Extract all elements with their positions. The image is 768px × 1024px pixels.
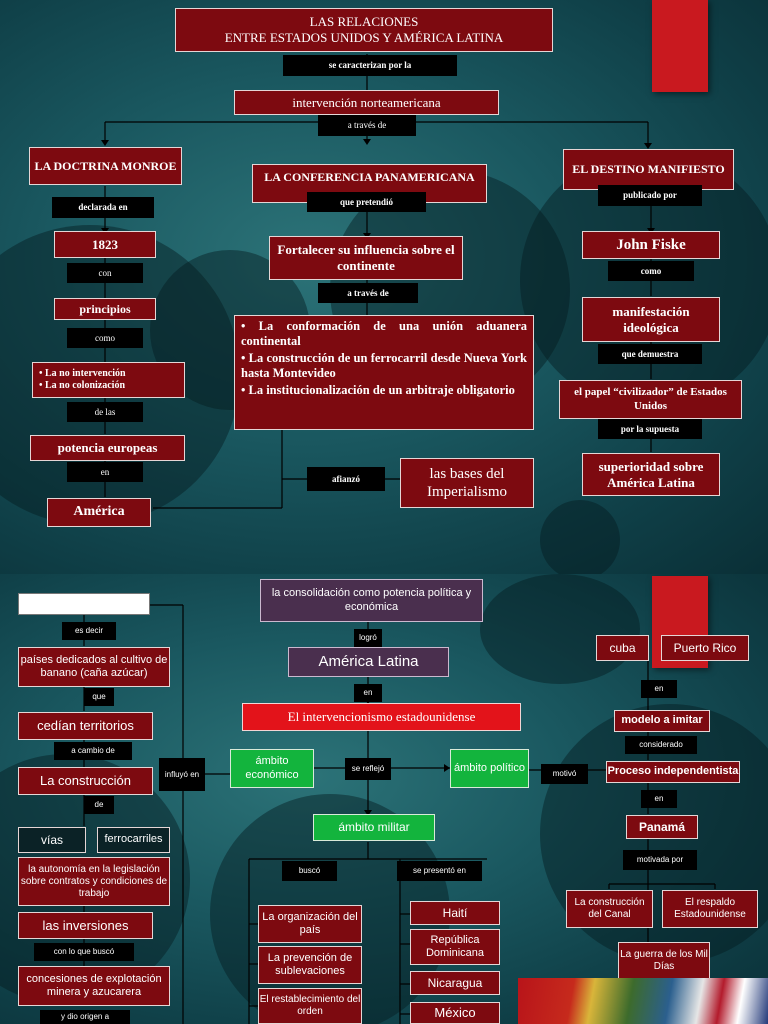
bullet-item: • La institucionalización de un arbitraj…: [241, 383, 515, 397]
link-label: a través de: [318, 115, 416, 136]
john-fiske-node: John Fiske: [582, 231, 720, 259]
intervencion-node: intervención norteamericana: [234, 90, 499, 115]
main-title-line2: ENTRE ESTADOS UNIDOS Y AMÉRICA LATINA: [224, 30, 504, 45]
restablecimiento-node: El restablecimiento del orden: [258, 988, 362, 1024]
mexico-node: México: [410, 1002, 500, 1024]
year-node: 1823: [54, 231, 156, 258]
papel-civilizador-node: el papel “civilizador” de Estados Unidos: [559, 380, 742, 419]
modelo-node: modelo a imitar: [614, 710, 710, 732]
construccion-node: La construcción: [18, 767, 153, 795]
link-label: se reflejó: [345, 758, 391, 780]
inversiones-node: las inversiones: [18, 912, 153, 939]
consolidacion-node: la consolidación como potencia política …: [260, 579, 483, 622]
top-diagram-panel: LAS RELACIONES ENTRE ESTADOS UNIDOS Y AM…: [0, 0, 768, 574]
autonomia-node: la autonomía en la legislación sobre con…: [18, 857, 170, 906]
link-label: motivó: [541, 764, 588, 784]
link-label: en: [67, 462, 143, 482]
destino-manifiesto-node: EL DESTINO MANIFIESTO: [563, 149, 734, 190]
link-label: por la supuesta: [598, 419, 702, 439]
bullet-item: • La construcción de un ferrocarril desd…: [241, 351, 527, 380]
link-label: de: [84, 796, 114, 814]
link-label: publicado por: [598, 185, 702, 206]
ambito-politico-node: ámbito político: [450, 749, 529, 788]
link-label: como: [67, 328, 143, 348]
haiti-node: Haití: [410, 901, 500, 925]
link-label: declarada en: [52, 197, 154, 218]
dominicana-node: República Dominicana: [410, 929, 500, 965]
link-label: influyó en: [159, 758, 205, 791]
main-title: LAS RELACIONES ENTRE ESTADOS UNIDOS Y AM…: [175, 8, 553, 52]
puerto-rico-node: Puerto Rico: [661, 635, 749, 661]
link-label: afianzó: [307, 467, 385, 491]
manifestacion-node: manifestación ideológica: [582, 297, 720, 342]
background-circle: [540, 500, 620, 574]
principle-item: • La no colonización: [39, 380, 126, 391]
panama-node: Panamá: [626, 815, 698, 839]
link-label: es decir: [62, 622, 116, 640]
link-label: en: [354, 684, 382, 702]
link-label: que: [84, 688, 114, 706]
concesiones-node: concesiones de explotación minera y azuc…: [18, 966, 170, 1006]
intervencionismo-node: El intervencionismo estadounidense: [242, 703, 521, 731]
guerra-node: La guerra de los Mil Días: [618, 942, 710, 980]
superioridad-node: superioridad sobre América Latina: [582, 453, 720, 496]
cuba-node: cuba: [596, 635, 649, 661]
link-label: con: [67, 263, 143, 283]
ambito-militar-node: ámbito militar: [313, 814, 435, 841]
link-label: como: [608, 261, 694, 281]
link-label: se presentó en: [397, 861, 482, 881]
link-label: y dio origen a: [40, 1010, 130, 1024]
imperialismo-node: las bases del Imperialismo: [400, 458, 534, 508]
link-label: en: [641, 790, 677, 808]
background-circle: [480, 574, 640, 684]
principle-item: • La no intervención: [39, 368, 126, 379]
vias-node: vías: [18, 827, 86, 853]
link-label: buscó: [282, 861, 337, 881]
link-label: se caracterizan por la: [283, 55, 457, 76]
ferrocarriles-node: ferrocarriles: [97, 827, 170, 853]
prevencion-node: La prevención de sublevaciones: [258, 946, 362, 984]
main-title-line1: LAS RELACIONES: [309, 14, 419, 30]
america-node: América: [47, 498, 151, 527]
america-latina-node: América Latina: [288, 647, 449, 677]
link-label: en: [641, 680, 677, 698]
accent-bar: [652, 0, 708, 92]
link-label: motivada por: [623, 850, 697, 870]
link-label: que pretendió: [307, 192, 426, 212]
link-label: con lo que buscó: [34, 943, 134, 961]
flags-image: [518, 978, 768, 1024]
link-label: de las: [67, 402, 143, 422]
nicaragua-node: Nicaragua: [410, 971, 500, 995]
link-label: que demuestra: [598, 344, 702, 364]
principles-list: • La no intervención • La no colonizació…: [32, 362, 185, 398]
link-label: logró: [354, 629, 382, 647]
doctrina-monroe-node: LA DOCTRINA MONROE: [29, 147, 182, 185]
bullet-item: • La conformación de una unión aduanera …: [241, 319, 527, 348]
conferencia-bullets: • La conformación de una unión aduanera …: [234, 315, 534, 430]
cedian-territorios-node: cedían territorios: [18, 712, 153, 740]
canal-node: La construcción del Canal: [566, 890, 653, 928]
paises-node: países dedicados al cultivo de banano (c…: [18, 647, 170, 687]
fortalecer-node: Fortalecer su influencia sobre el contin…: [269, 236, 463, 280]
link-label: a cambio de: [54, 742, 132, 760]
link-label: considerado: [625, 736, 697, 754]
link-label: a través de: [318, 283, 418, 303]
potencia-node: potencia europeas: [30, 435, 185, 461]
respaldo-node: El respaldo Estadounidense: [662, 890, 758, 928]
principios-node: principios: [54, 298, 156, 320]
proceso-node: Proceso independentista: [606, 761, 740, 783]
organizacion-node: La organización del país: [258, 905, 362, 943]
republicas-banana-node: las repúblicas banana: [18, 593, 150, 615]
bottom-diagram-panel: las repúblicas banana es decir países de…: [0, 574, 768, 1024]
ambito-economico-node: ámbito económico: [230, 749, 314, 788]
